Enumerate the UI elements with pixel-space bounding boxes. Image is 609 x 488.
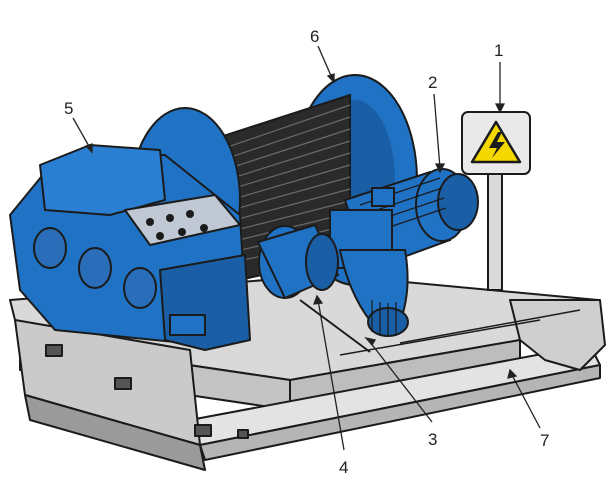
callout-3: 3 <box>428 430 437 449</box>
sign-post <box>487 169 503 291</box>
callout-1: 1 <box>494 41 503 60</box>
callout-leaders <box>72 45 541 451</box>
callout-2: 2 <box>428 73 437 92</box>
high-voltage-icon <box>470 120 522 164</box>
brake-unit <box>329 209 409 337</box>
coupling <box>256 223 340 300</box>
base-frame <box>9 274 606 471</box>
callout-6: 6 <box>310 27 319 46</box>
callout-7: 7 <box>540 431 549 450</box>
callout-4: 4 <box>339 458 348 477</box>
gearbox <box>9 144 251 351</box>
callout-5: 5 <box>64 99 73 118</box>
warning-sign <box>461 111 531 291</box>
